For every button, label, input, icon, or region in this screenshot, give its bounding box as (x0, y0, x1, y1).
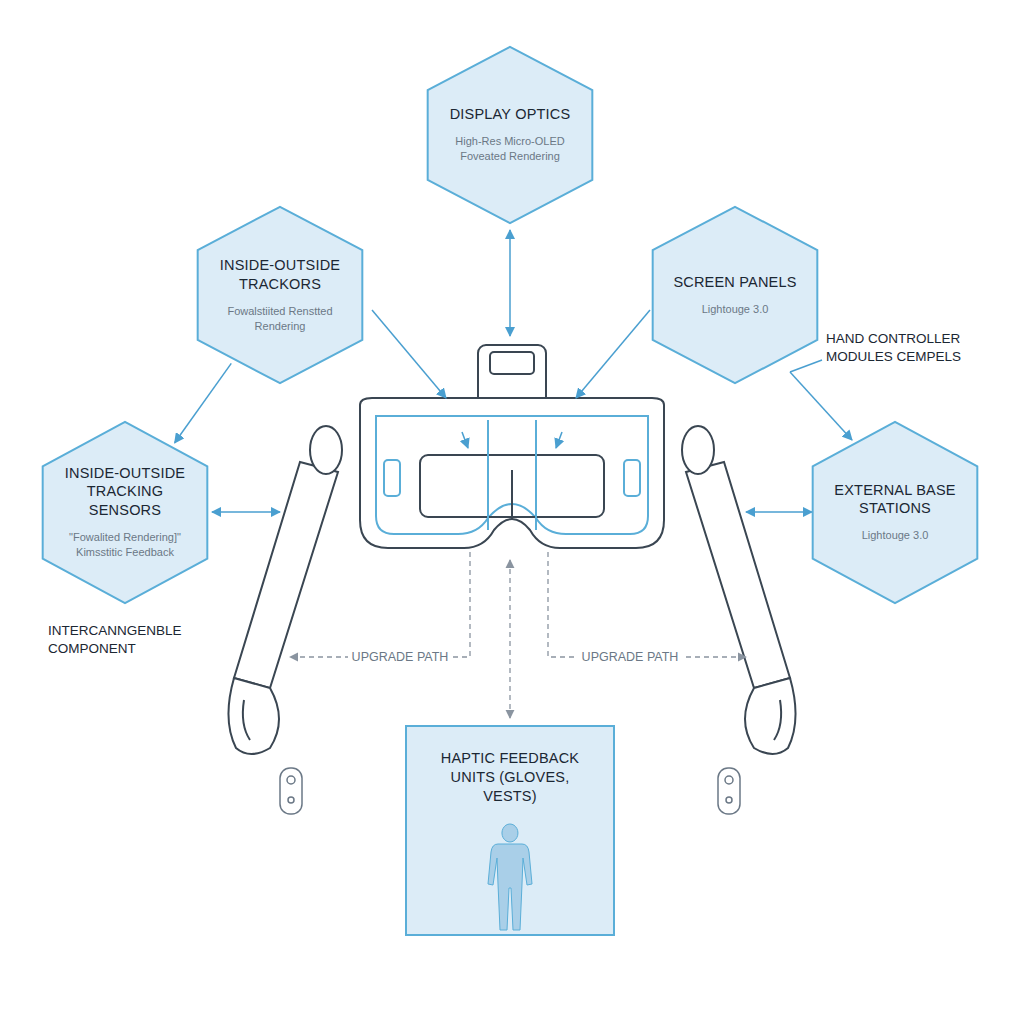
hexagon-outline (196, 205, 364, 385)
node-heading: DISPLAY OPTICS (450, 105, 571, 124)
headset-body (360, 398, 664, 548)
base-stations-hex: EXTERNAL BASE STATIONS Lightouge 3.0 (811, 420, 979, 605)
node-body: Fowalstiited Renstted Rendering (216, 303, 344, 334)
node-body: Lightouge 3.0 (862, 529, 929, 544)
node-heading: SCREEN PANELS (673, 273, 796, 292)
left-hinge (310, 426, 342, 474)
upgrade-path-label: UPGRADE PATH (560, 648, 700, 666)
upgrade-path-label-text: UPGRADE PATH (578, 650, 683, 664)
upgrade-path-label: UPGRADE PATH (330, 648, 470, 666)
hand-controller-label-text: HAND CONTROLLER MODULES CEMPELS (826, 331, 961, 364)
upgrade-path-lines (290, 552, 746, 718)
node-content: EXTERNAL BASE STATIONS Lightouge 3.0 (811, 481, 979, 544)
tracking-sensors-hex: INSIDE-OUTSIDE TRACKING SENSORS "Fowalite… (41, 420, 209, 605)
trackers-hex: INSIDE-OUTSIDE TRACKORS Fowalstiited Rens… (196, 205, 364, 385)
node-heading: INSIDE-OUTSIDE TRACKORS (216, 256, 344, 294)
haptic-units-box: HAPTIC FEEDBACK UNITS (GLOVES, VESTS) (405, 725, 615, 936)
node-body: Lightouge 3.0 (702, 302, 769, 317)
node-heading: HAPTIC FEEDBACK UNITS (GLOVES, VESTS) (427, 749, 593, 806)
right-hinge (682, 426, 714, 474)
headset (228, 345, 795, 754)
interchangeable-label: INTERCANNGENBLE COMPONENT (48, 622, 208, 657)
node-content: DISPLAY OPTICS High-Res Micro-OLED Foveat… (426, 105, 594, 165)
connector-arrow (175, 363, 232, 442)
screen-panels-hex: SCREEN PANELS Lightouge 3.0 (651, 205, 819, 385)
hexagon-outline (651, 205, 819, 385)
interchangeable-label-text: INTERCANNGENBLE COMPONENT (48, 623, 182, 656)
node-content: INSIDE-OUTSIDE TRACKING SENSORS "Fowalite… (41, 464, 209, 561)
human-figure (480, 822, 540, 932)
hand-controller-label: HAND CONTROLLER MODULES CEMPELS (826, 330, 976, 365)
node-content: HAPTIC FEEDBACK UNITS (GLOVES, VESTS) (407, 749, 613, 806)
node-content: INSIDE-OUTSIDE TRACKORS Fowalstiited Rens… (196, 256, 364, 334)
node-body: "Fowalited Rendering]" Kimsstitic Feedba… (61, 530, 189, 561)
node-content: SCREEN PANELS Lightouge 3.0 (651, 273, 819, 317)
display-optics-hex: DISPLAY OPTICS High-Res Micro-OLED Foveat… (426, 45, 594, 225)
node-heading: EXTERNAL BASE STATIONS (831, 481, 959, 519)
left-arm (228, 462, 338, 754)
right-arm (686, 462, 796, 754)
hexagon-outline (426, 45, 594, 225)
node-body: High-Res Micro-OLED Foveated Rendering (446, 134, 574, 165)
upgrade-path-label-text: UPGRADE PATH (348, 650, 453, 664)
node-heading: INSIDE-OUTSIDE TRACKING SENSORS (61, 464, 189, 521)
